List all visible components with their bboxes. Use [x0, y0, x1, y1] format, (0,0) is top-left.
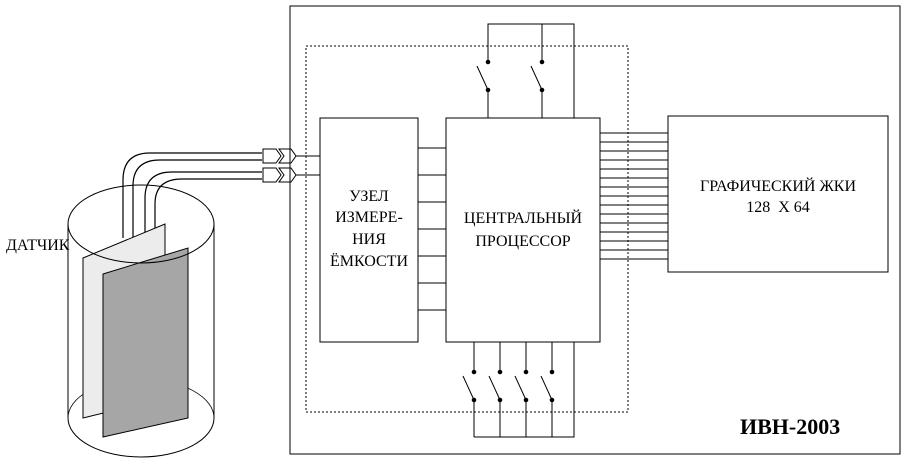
top-switches — [487, 23, 575, 118]
lcd-block — [667, 115, 889, 273]
lcd-label: ГРАФИЧЕСКИЙ ЖКИ 128 Х 64 — [700, 176, 856, 216]
cpu-label: ЦЕНТРАЛЬНЫЙ ПРОЦЕССОР — [464, 208, 583, 250]
device-name: ИВН-2003 — [740, 414, 840, 439]
switch-top-1 — [476, 59, 491, 93]
svg-text:ПРОЦЕССОР: ПРОЦЕССОР — [475, 233, 570, 250]
bottom-switch-wiring — [473, 342, 575, 438]
svg-text:ЁМКОСТИ: ЁМКОСТИ — [330, 252, 408, 270]
switch-bottom-1 — [462, 369, 477, 403]
svg-text:ИЗМЕРЕ-: ИЗМЕРЕ- — [335, 209, 403, 226]
svg-text:128 Х 64: 128 Х 64 — [746, 199, 810, 216]
switch-top-2 — [530, 59, 545, 93]
sensor-plate-front — [102, 247, 189, 438]
measure-cpu-bus — [418, 147, 446, 311]
svg-text:НИЯ: НИЯ — [352, 231, 386, 248]
device-enclosure — [289, 5, 901, 455]
sensor-label: ДАТЧИК — [6, 237, 70, 254]
cpu-lcd-bus — [600, 132, 668, 260]
sensor-cylinder — [67, 184, 215, 419]
switch-bottom-2 — [488, 369, 503, 403]
switch-bottom-4 — [540, 369, 555, 403]
switch-bottom-3 — [514, 369, 529, 403]
cpu-block — [445, 117, 601, 343]
measuring-unit-label: УЗЕЛ ИЗМЕРЕ- НИЯ ЁМКОСТИ — [330, 188, 408, 270]
sensor-cylinder-front — [67, 223, 215, 458]
connector-bottom — [262, 167, 297, 183]
sensor-cables — [122, 152, 262, 248]
svg-text:УЗЕЛ: УЗЕЛ — [349, 188, 389, 205]
connector-top — [262, 148, 297, 164]
board-outline — [305, 45, 629, 413]
measuring-unit-block — [319, 117, 419, 343]
svg-text:ГРАФИЧЕСКИЙ ЖКИ: ГРАФИЧЕСКИЙ ЖКИ — [700, 176, 856, 195]
svg-text:ЦЕНТРАЛЬНЫЙ: ЦЕНТРАЛЬНЫЙ — [464, 208, 583, 227]
connector-links — [296, 155, 320, 176]
